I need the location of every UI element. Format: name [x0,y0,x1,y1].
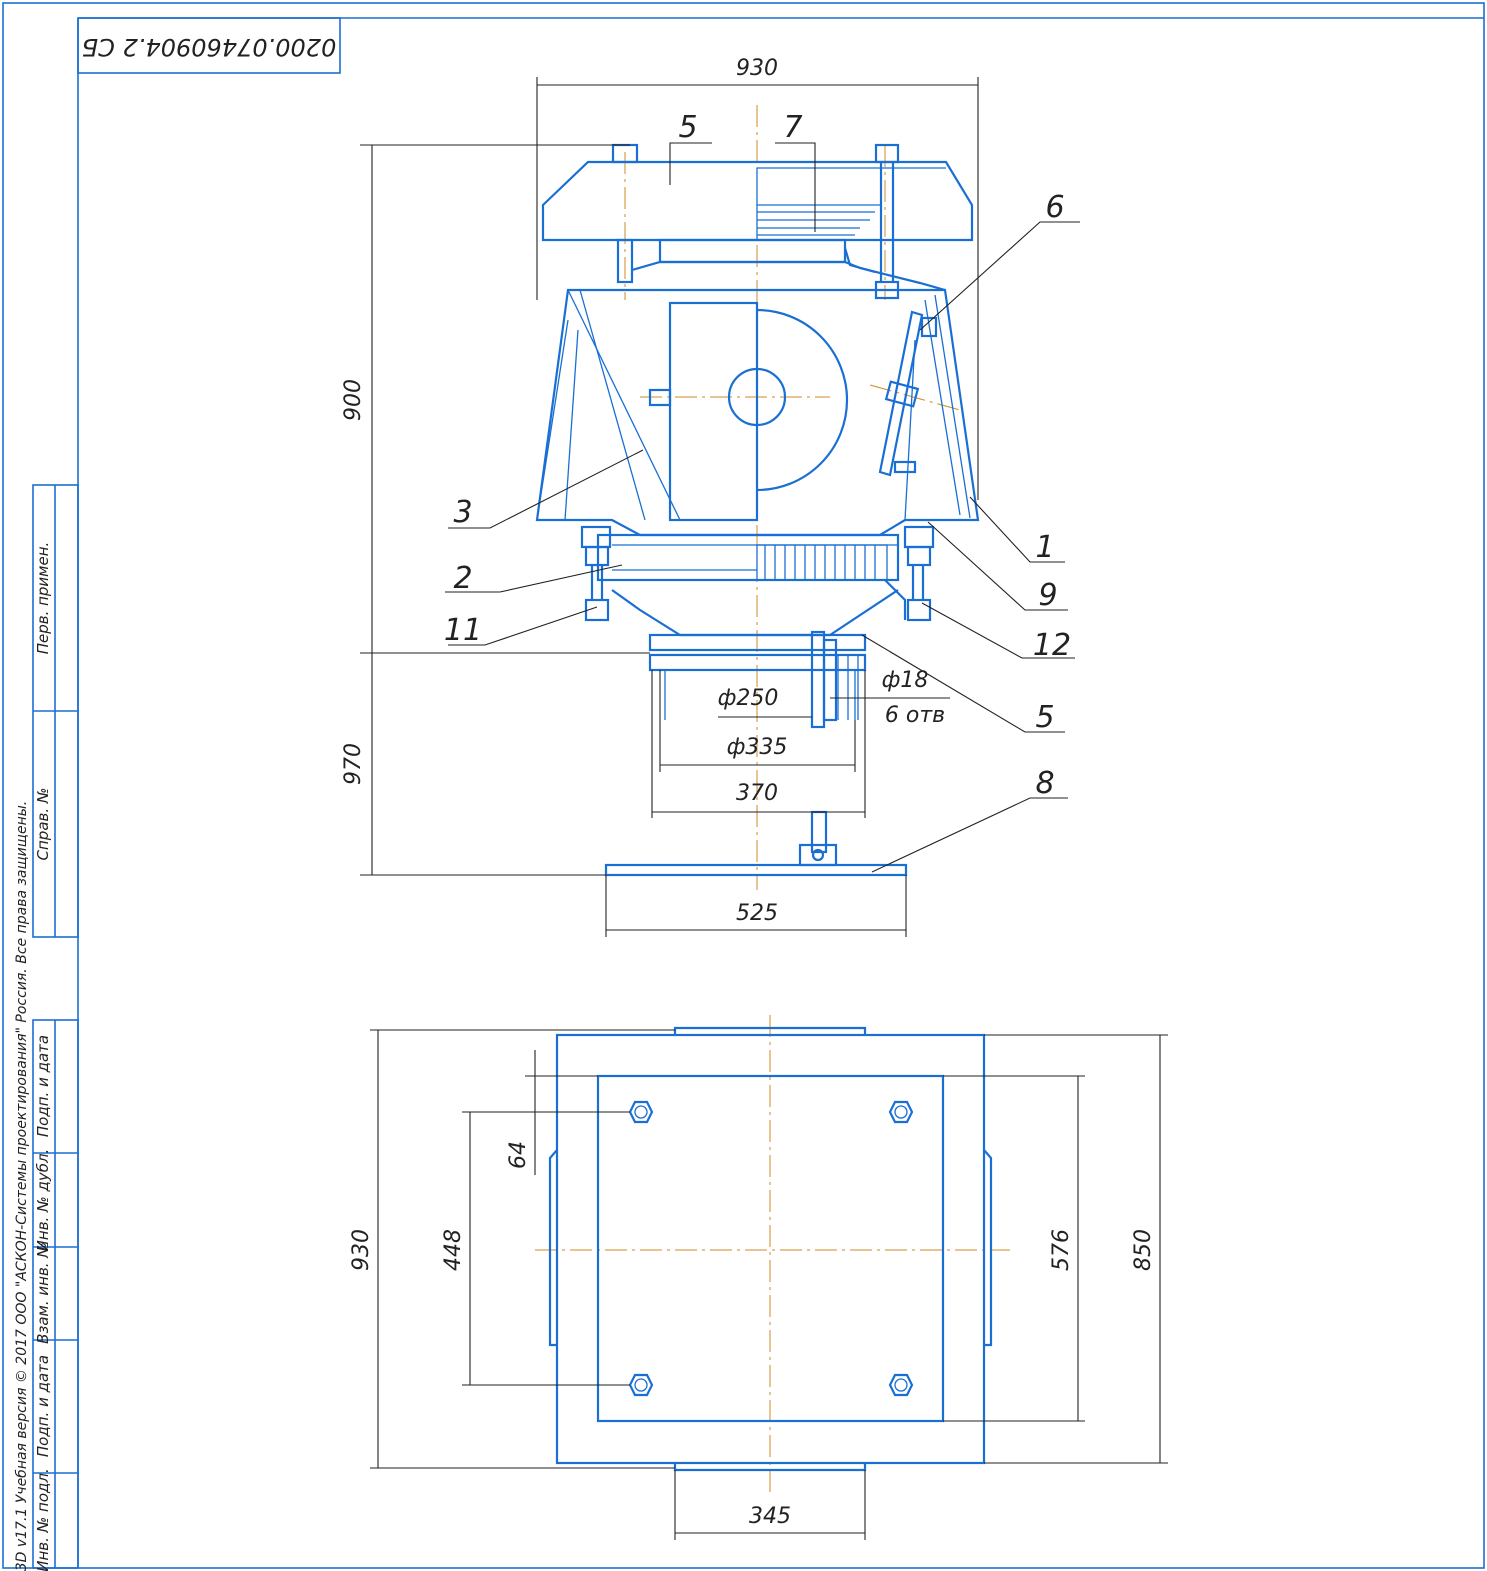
pos-6: 6 [1045,190,1064,225]
dim-64: 64 [506,1141,531,1169]
dim-930-plan: 930 [349,1229,374,1271]
dim-370: 370 [736,781,778,806]
front-dimensions: 930 900 970 ф250 ф18 6 отв ф335 370 [341,56,979,937]
label-sprav-no: Справ. № [34,788,52,861]
dim-525: 525 [736,901,778,926]
side-stamp-table: Перв. примен. Справ. № Подп. и дата Инв.… [14,484,79,1571]
top-cap [541,143,974,300]
dim-576: 576 [1049,1229,1074,1271]
pos-2: 2 [453,561,472,596]
pos-9: 9 [1038,578,1057,613]
grid-hatch [764,545,876,580]
dim-930-top: 930 [736,56,778,81]
plan-view: 930 448 64 576 850 345 [349,1015,1168,1540]
pos-4: 5 [678,110,697,145]
dim-d335: ф335 [727,735,788,760]
pos-7: 7 [783,110,802,145]
label-perv-primen: Перв. примен. [34,542,52,655]
dim-345: 345 [749,1504,791,1529]
pos-11: 11 [444,613,482,648]
flange-section [580,525,935,637]
doc-code-box: 0200.07460904.2 СБ [77,17,341,74]
dim-448: 448 [441,1229,466,1271]
dim-6-holes: 6 отв [885,703,945,728]
pos-5: 5 [1035,700,1054,735]
dim-d18: ф18 [882,668,929,693]
body [535,288,980,537]
copyright-text: КОМПАС-3D v17.1 Учебная версия © 2017 ОО… [14,801,30,1571]
position-leaders: 5 7 6 1 9 12 5 8 3 2 11 [444,110,1080,873]
front-view: 930 900 970 ф250 ф18 6 отв ф335 370 [341,56,1080,937]
dim-970: 970 [341,743,366,785]
pos-12: 12 [1033,628,1071,663]
base-support [604,810,908,877]
label-vzam-inv: Взам. инв. № [34,1242,52,1344]
pos-3: 3 [453,495,472,530]
neck [631,238,946,292]
plan-dimensions: 930 448 64 576 850 345 [349,1029,1168,1540]
doc-code: 0200.07460904.2 СБ [82,33,337,61]
label-inv-podl: Инв. № подл. [34,1468,52,1571]
label-inv-dubl: Инв. № дубл. [34,1149,52,1252]
bolt-holes [628,1100,914,1397]
pos-8: 8 [1035,766,1054,801]
dim-900: 900 [341,379,366,421]
pos-1: 1 [1035,530,1054,565]
dim-850: 850 [1131,1229,1156,1271]
outlet-pipe [648,630,867,729]
label-podp-data-1: Подп. и дата [34,1035,52,1137]
dim-d250: ф250 [718,686,779,711]
label-podp-data-2: Подп. и дата [34,1355,52,1457]
